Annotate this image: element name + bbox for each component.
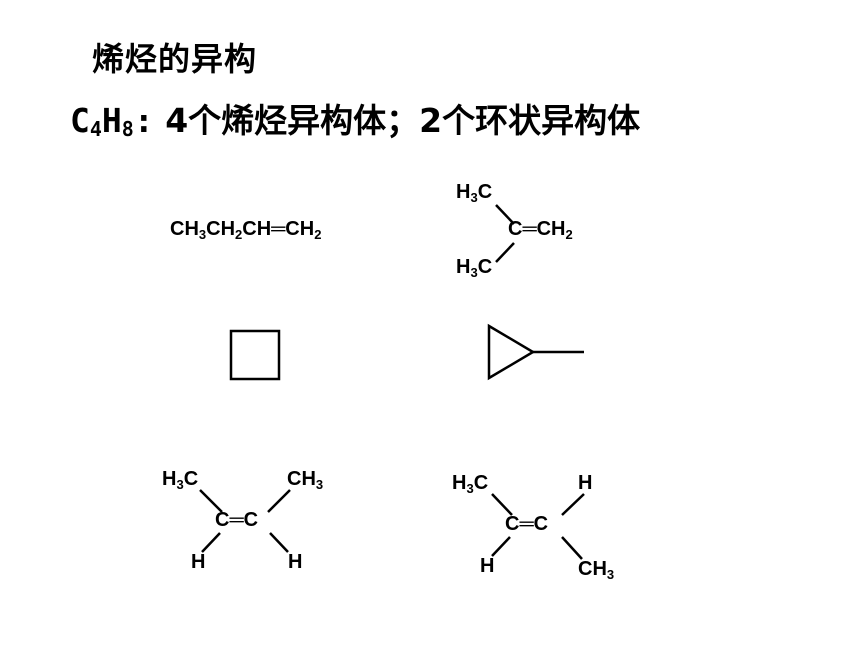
trans-double-bond: C═C	[505, 513, 549, 535]
trans-bond-bottom-right	[561, 536, 583, 560]
trans-bond-top-right	[561, 493, 585, 516]
trans-top-right-h: H	[578, 472, 593, 494]
cis-bond-top-left	[199, 489, 223, 513]
cis-double-bond: C═C	[215, 509, 259, 531]
molecular-formula: C4H8:	[70, 101, 154, 141]
but-1-ene-formula: CH3CH2CH═CH2	[170, 218, 322, 242]
cyclopropane-ring	[487, 323, 536, 381]
cis-bottom-left-h: H	[191, 551, 206, 573]
trans-bond-bottom-left	[491, 536, 511, 557]
isobutene-top-methyl: H3C	[456, 181, 493, 205]
isobutene-bond-bottom	[495, 242, 515, 263]
cyclobutane-ring	[229, 329, 281, 381]
isobutene-bottom-methyl: H3C	[456, 256, 493, 280]
isobutene-double-bond: C═CH2	[508, 218, 573, 242]
isomer-summary: 4个烯烃异构体；2个环状异构体	[153, 101, 641, 140]
cis-top-left-methyl: H3C	[162, 468, 199, 492]
cis-bond-top-right	[267, 489, 291, 513]
page-title: 烯烃的异构	[92, 40, 258, 78]
trans-bond-top-left	[491, 493, 513, 516]
cis-bottom-right-h: H	[288, 551, 303, 573]
cis-bond-bottom-left	[201, 532, 221, 553]
cis-bond-bottom-right	[269, 532, 289, 553]
trans-bottom-left-h: H	[480, 555, 495, 577]
formula-line: C4H8: 4个烯烃异构体；2个环状异构体	[70, 94, 640, 142]
isobutene-bond-top	[495, 204, 515, 225]
trans-top-left-methyl: H3C	[452, 472, 489, 496]
trans-bottom-right-methyl: CH3	[578, 558, 615, 582]
cis-top-right-methyl: CH3	[287, 468, 324, 492]
